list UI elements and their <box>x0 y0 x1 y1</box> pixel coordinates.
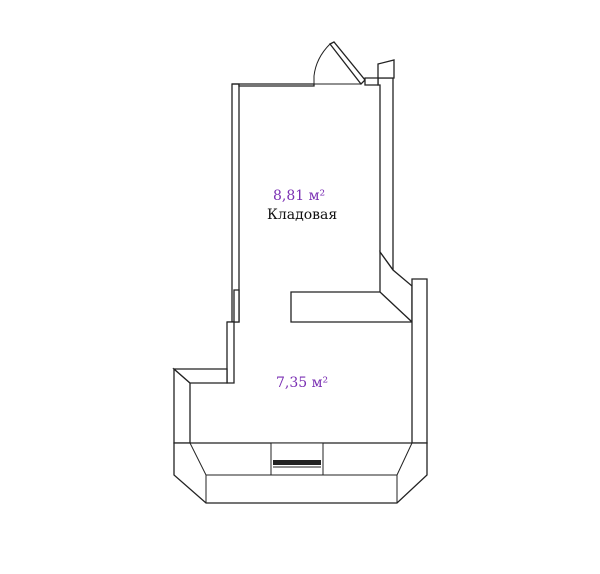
storage-room-name: Кладовая <box>267 207 338 223</box>
left-wall-upper <box>231 83 240 323</box>
window-icon <box>270 442 324 476</box>
right-wall-cap <box>377 59 395 79</box>
storage-area-label: 8,81 м² <box>273 188 326 204</box>
right-wall-upper <box>377 77 394 273</box>
left-wall-notch <box>172 368 228 384</box>
door-icon <box>313 41 366 85</box>
top-wall <box>232 83 315 87</box>
right-wall-lower <box>411 278 428 444</box>
window-post <box>364 77 379 86</box>
lower-area-label: 7,35 м² <box>276 375 329 391</box>
left-wall-lower-step <box>226 321 235 384</box>
